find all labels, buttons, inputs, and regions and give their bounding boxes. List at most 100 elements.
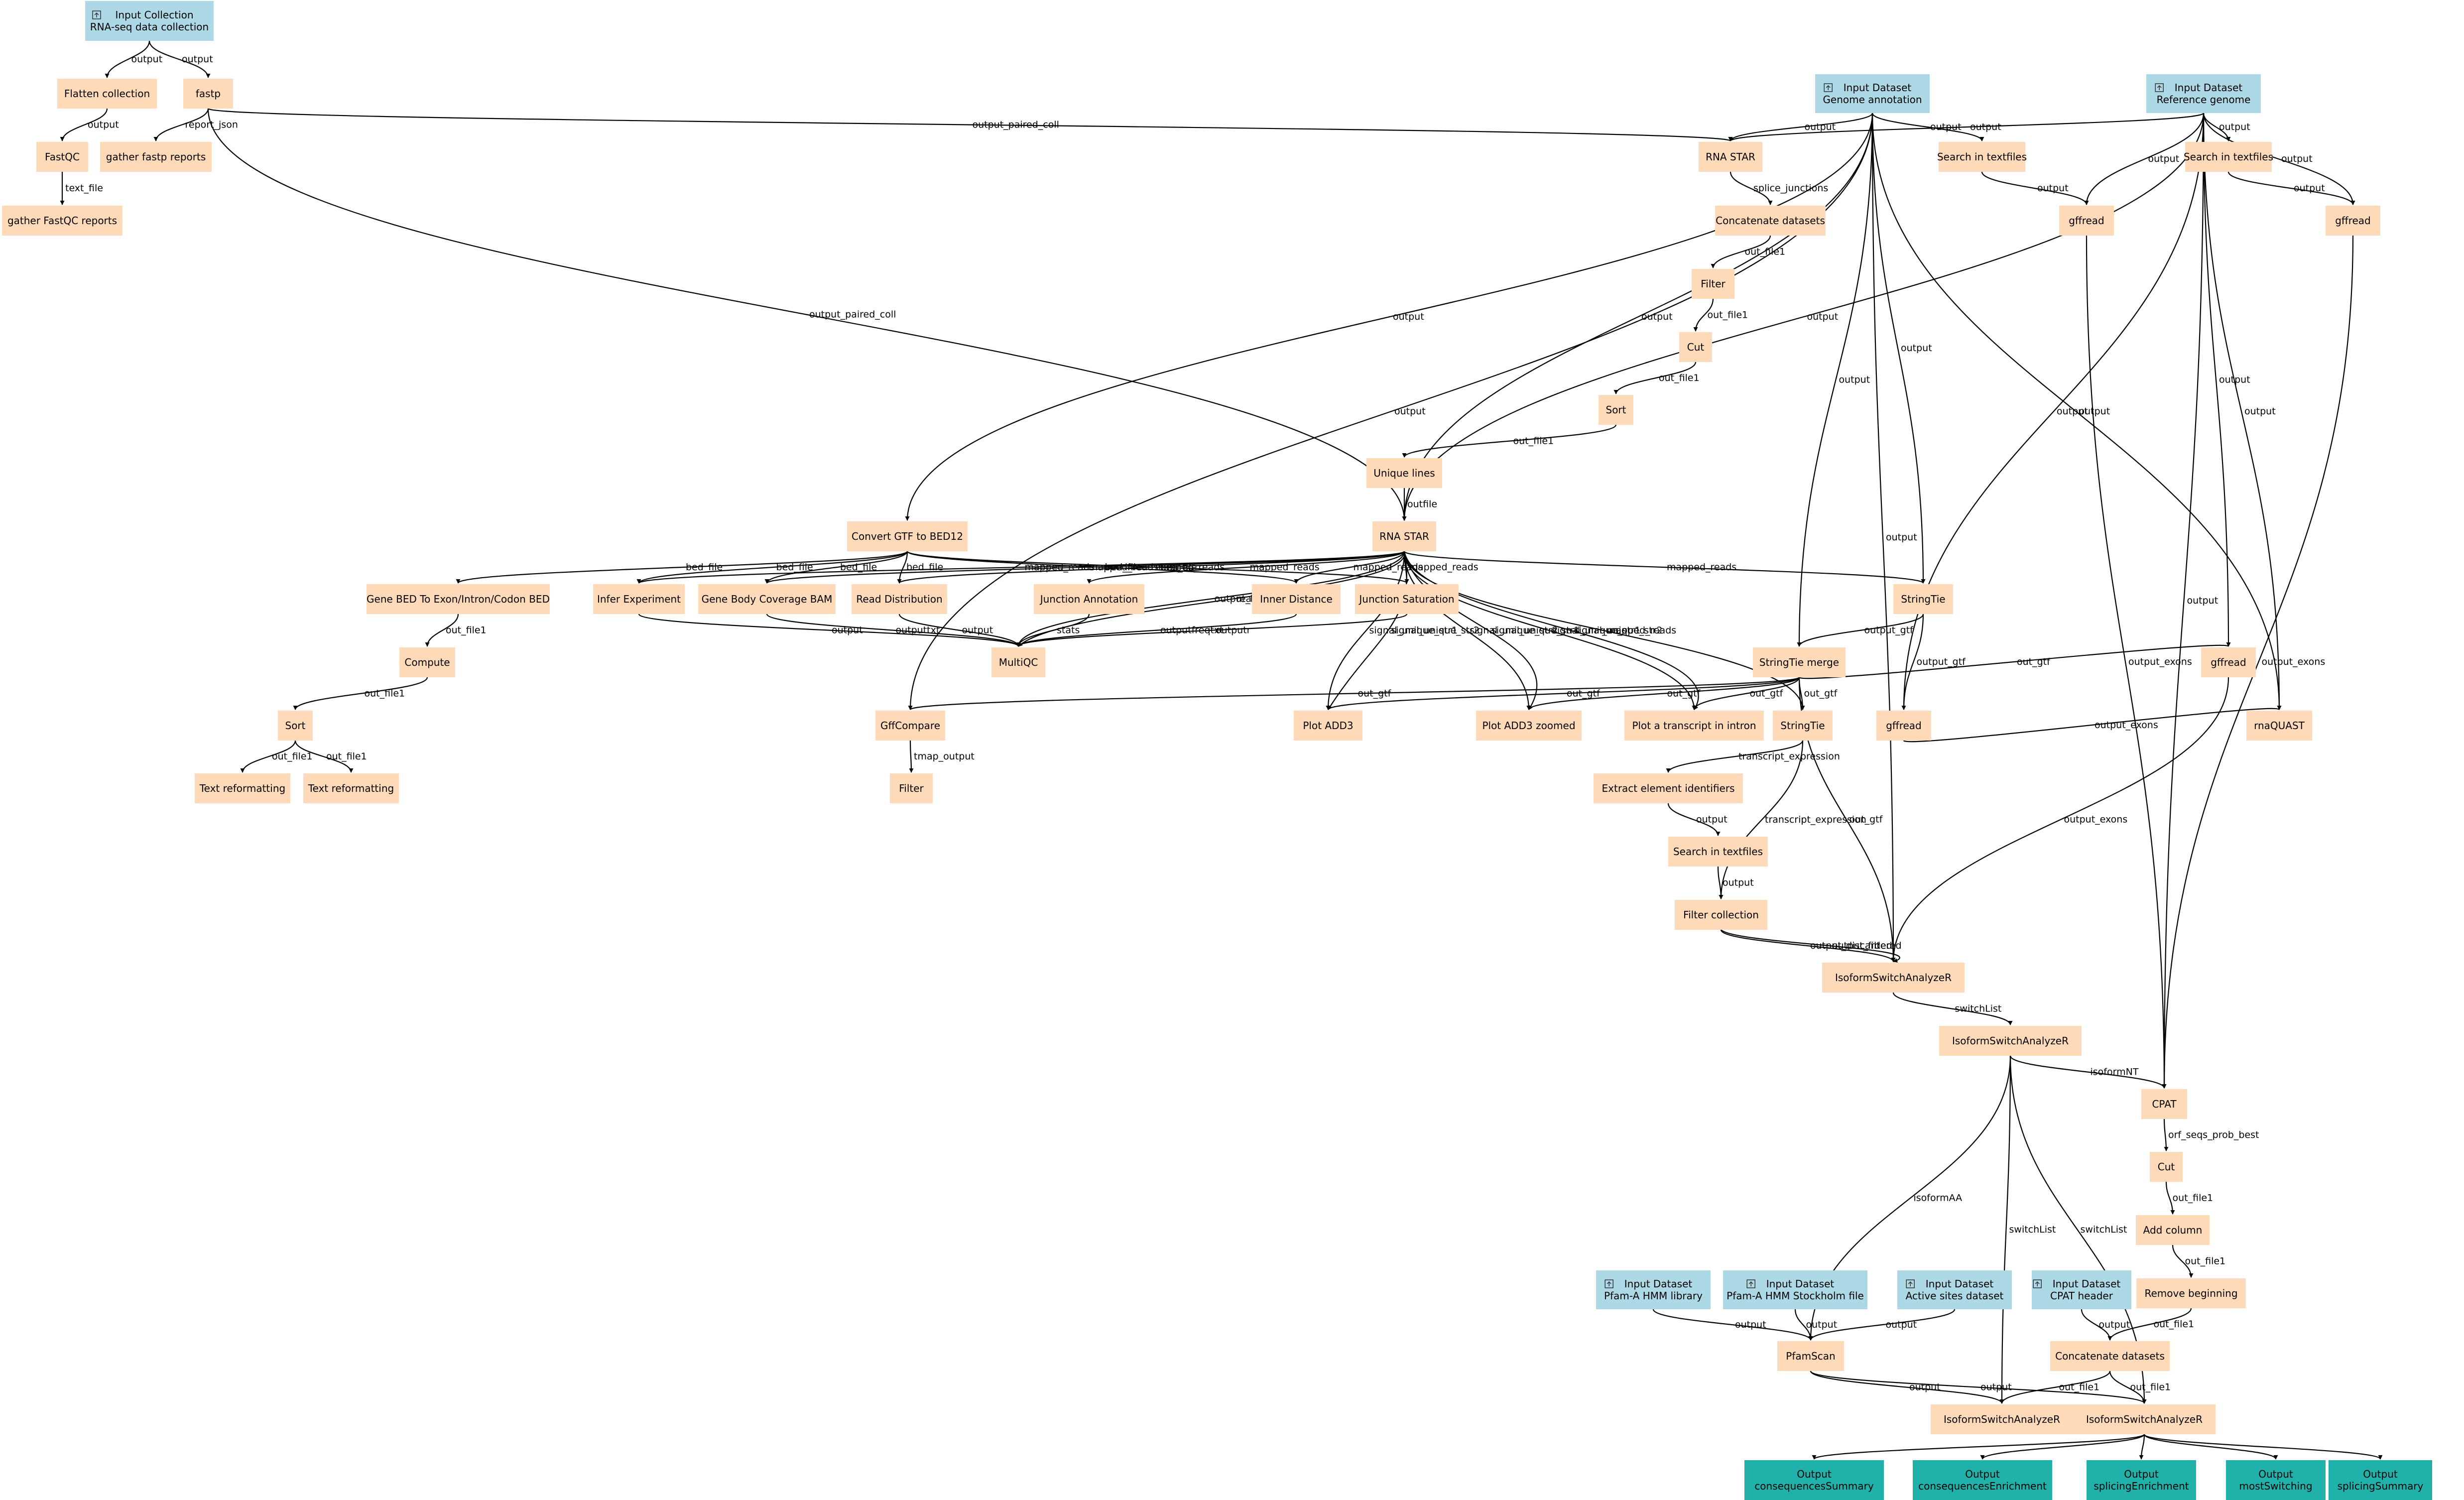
edge-innerDist-to-multiqc [1016,613,1297,647]
node-box [195,773,290,803]
step-node-stringtie2[interactable]: StringTie [1773,711,1833,741]
step-node-textRef1[interactable]: Text reformatting [195,773,290,803]
edge-convertGtf-to-geneBody [764,551,908,584]
step-node-isaR2[interactable]: IsoformSwitchAnalyzeR [1939,1026,2082,1056]
step-node-junctionAnno[interactable]: Junction Annotation [1034,584,1144,614]
edge-label: output_exons [2128,656,2192,667]
step-node-filter2[interactable]: Filter [890,773,933,803]
step-node-gffread3[interactable]: gffread [2201,647,2256,677]
edge-label: stats [1057,625,1080,636]
step-node-plotIntron[interactable]: Plot a transcript in intron [1624,711,1764,741]
edge-sort2-to-textRef2 [294,740,354,773]
edge-label: output [1839,375,1870,385]
step-node-isaR1[interactable]: IsoformSwitchAnalyzeR [1822,963,1965,993]
edge-stringtie1-to-gffread4 [1901,614,1924,710]
edge-label: output [131,54,163,65]
step-node-filter1[interactable]: Filter [1692,269,1734,299]
step-node-stringtie1[interactable]: StringTie [1893,584,1953,614]
step-node-addColumn[interactable]: Add column [2136,1215,2210,1245]
step-node-pfamscan[interactable]: PfamScan [1777,1341,1844,1371]
edge-label: output_exons [2094,720,2158,731]
edge-label: splice_junctions [1753,183,1828,194]
edge-label: output [1394,406,1426,417]
step-node-cut2[interactable]: Cut [2150,1152,2183,1182]
node-box [1594,773,1743,803]
node-box [2150,1152,2183,1182]
step-node-fastp[interactable]: fastp [183,79,233,109]
edge-inRefGenome-to-rnaquast [2203,113,2282,710]
step-node-concat2[interactable]: Concatenate datasets [2050,1341,2170,1371]
step-node-junctionSat[interactable]: Junction Saturation [1355,584,1459,614]
edge-stringtieMerge-to-plotAdd3Zoom [1526,677,1800,710]
upload-icon [1906,1279,1915,1288]
edge-stringtieMerge-to-plotAdd3 [1326,676,1800,711]
edge-stringtieMerge-to-gffread3 [1798,642,2231,679]
step-node-gffcompare[interactable]: GffCompare [875,711,945,741]
step-node-plotAdd3Zoom[interactable]: Plot ADD3 zoomed [1476,711,1582,741]
step-node-gffread4[interactable]: gffread [1876,711,1931,741]
node-box [1753,647,1846,677]
step-node-removeBeginning[interactable]: Remove beginning [2136,1278,2246,1308]
step-node-inferExp[interactable]: Infer Experiment [593,584,685,614]
step-node-rnaStar1[interactable]: RNA STAR [1699,142,1762,172]
edge-label: bed_file [776,562,813,573]
step-node-readDist[interactable]: Read Distribution [852,584,947,614]
step-node-rnaquast[interactable]: rnaQUAST [2246,711,2312,741]
step-node-searchText3[interactable]: Search in textfiles [1668,837,1768,867]
step-node-innerDist[interactable]: Inner Distance [1252,584,1341,614]
edge-fastp-to-gatherFastp [153,108,209,141]
step-node-cpat[interactable]: CPAT [2141,1089,2187,1119]
step-node-sort2[interactable]: Sort [278,711,313,741]
step-node-plotAdd3[interactable]: Plot ADD3 [1294,711,1362,741]
step-node-isaR4[interactable]: IsoformSwitchAnalyzeR [2073,1404,2216,1434]
step-node-gffread2[interactable]: gffread [2326,206,2380,236]
step-node-stringtieMerge[interactable]: StringTie merge [1753,647,1846,677]
step-node-cut1[interactable]: Cut [1679,332,1712,362]
step-node-uniqueLines[interactable]: Unique lines [1366,458,1442,488]
edge-rnaStar2-to-junctionAnno [1087,550,1405,584]
step-node-gffread1[interactable]: gffread [2059,206,2114,236]
node-label: Concatenate datasets [1716,215,1825,227]
node-label: Concatenate datasets [2055,1350,2165,1362]
step-node-textRef2[interactable]: Text reformatting [303,773,399,803]
step-node-multiqc[interactable]: MultiQC [991,647,1045,677]
step-node-flatten[interactable]: Flatten collection [57,79,157,109]
node-label: Input Dataset [1766,1278,1835,1290]
node-label: consequencesEnrichment [1918,1480,2047,1492]
node-label: Unique lines [1373,467,1435,479]
edge-label: switchList [1955,1003,2002,1014]
node-label: CPAT header [2050,1290,2113,1302]
step-node-sort1[interactable]: Sort [1599,395,1633,425]
step-node-filterCollection[interactable]: Filter collection [1675,900,1767,930]
step-node-extractIds[interactable]: Extract element identifiers [1594,773,1743,803]
edge-rnaStar2-to-stringtie1 [1403,550,1926,584]
node-label: gffread [2335,215,2371,227]
step-node-gatherFastp[interactable]: gather fastp reports [100,142,212,172]
step-node-searchText1[interactable]: Search in textfiles [1937,142,2027,172]
step-node-isaR3[interactable]: IsoformSwitchAnalyzeR [1931,1404,2073,1434]
node-label: Extract element identifiers [1602,782,1735,794]
step-node-compute[interactable]: Compute [399,647,455,677]
step-node-gatherFastqc[interactable]: gather FastQC reports [2,206,123,236]
step-node-searchText2[interactable]: Search in textfiles [2184,142,2273,172]
step-node-convertGtf[interactable]: Convert GTF to BED12 [847,521,968,551]
step-node-concat1[interactable]: Concatenate datasets [1715,206,1826,236]
step-node-geneBody[interactable]: Gene Body Coverage BAM [698,584,836,614]
step-node-rnaStar2[interactable]: RNA STAR [1372,521,1436,551]
step-node-geneBed[interactable]: Gene BED To Exon/Intron/Codon BED [367,584,550,614]
edge-filterCollection-to-isaR1 [1721,929,1900,963]
step-node-fastqc[interactable]: FastQC [36,142,88,172]
